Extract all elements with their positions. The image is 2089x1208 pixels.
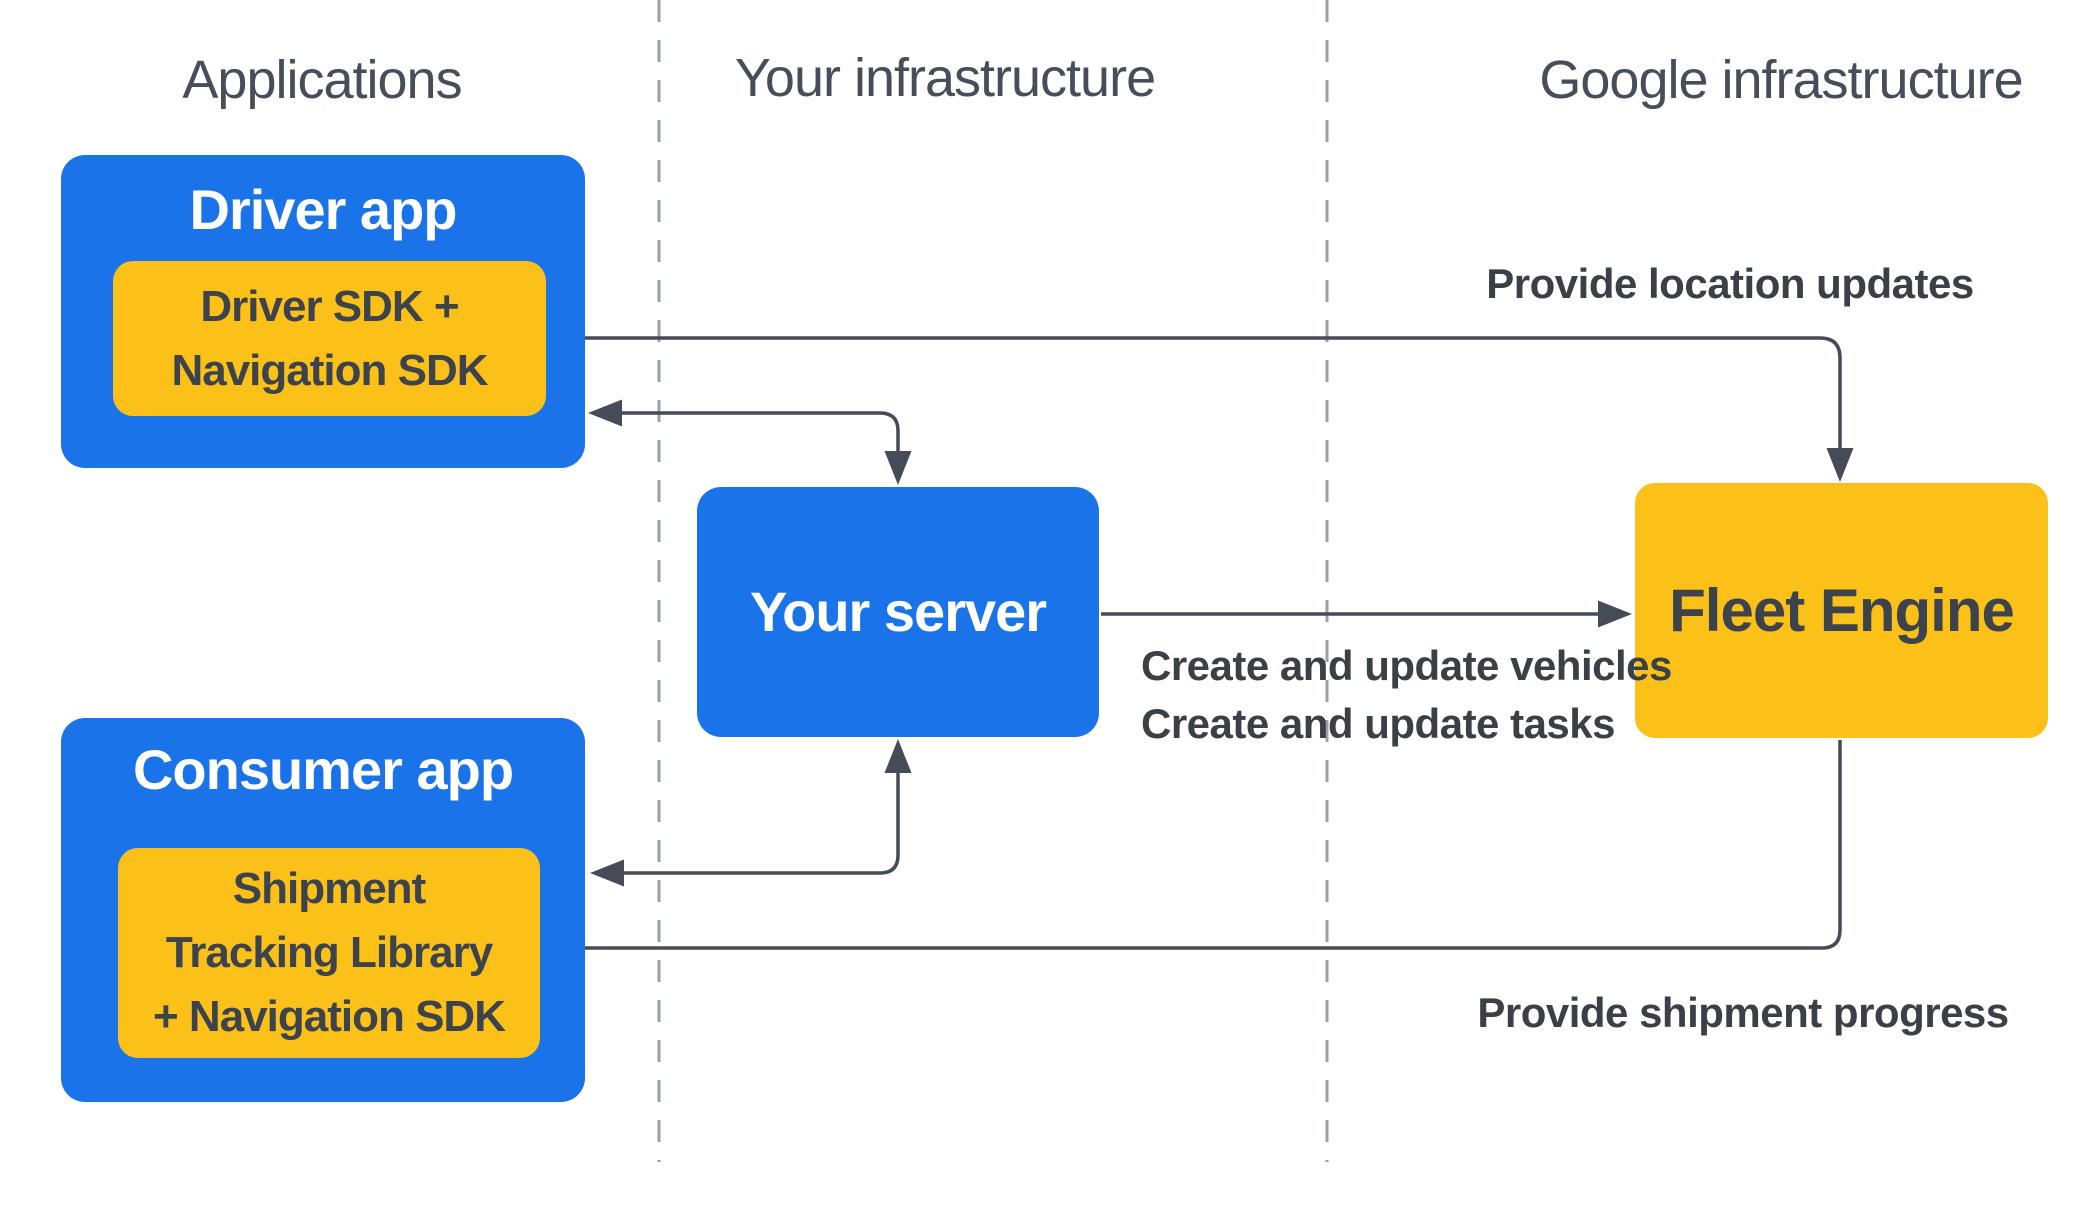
your-server-title: Your server	[749, 580, 1047, 643]
edge-label-create-update: Create and update vehicles Create and up…	[1141, 637, 1672, 753]
arrowhead-into-server-top-icon	[884, 451, 912, 485]
column-header-your-infrastructure: Your infrastructure	[734, 48, 1156, 108]
connector-shipment-progress	[545, 740, 1842, 962]
column-header-applications: Applications	[182, 50, 462, 110]
your-server-node: Your server	[697, 487, 1099, 737]
driver-sdk-label-line1: Driver SDK +	[200, 281, 459, 331]
arrowhead-into-fleet-engine-left-icon	[1598, 600, 1632, 628]
arrowhead-into-fleet-engine-top-icon	[1826, 448, 1854, 482]
fleet-engine-node: Fleet Engine	[1635, 483, 2048, 738]
connector-consumer-server-line	[622, 771, 900, 875]
edge-label-create-update-vehicles: Create and update vehicles	[1141, 642, 1672, 689]
shipment-library-label-line2: Tracking Library	[165, 928, 493, 977]
arrowhead-into-server-bottom-icon	[884, 739, 912, 773]
connector-location-updates-line	[578, 336, 1842, 451]
consumer-app-title: Consumer app	[132, 738, 514, 801]
connector-consumer-server	[590, 739, 912, 887]
edge-label-create-update-tasks: Create and update tasks	[1141, 700, 1616, 747]
driver-app-title: Driver app	[189, 178, 458, 241]
driver-sdk-label-line2: Navigation SDK	[171, 345, 488, 395]
fleet-engine-title: Fleet Engine	[1669, 577, 2015, 644]
column-header-google-infrastructure: Google infrastructure	[1539, 50, 2023, 110]
shipment-tracking-library-node: Shipment Tracking Library + Navigation S…	[118, 848, 540, 1058]
connector-location-updates	[546, 324, 1854, 482]
driver-sdk-node: Driver SDK + Navigation SDK	[113, 261, 546, 416]
connector-shipment-progress-line	[577, 740, 1842, 950]
arrowhead-into-driver-app-icon	[588, 399, 622, 427]
shipment-library-label-line1: Shipment	[232, 864, 426, 913]
connector-driver-server-line	[620, 411, 900, 453]
edge-label-provide-shipment-progress: Provide shipment progress	[1477, 989, 2009, 1036]
shipment-library-label-line3: + Navigation SDK	[153, 992, 506, 1041]
connector-driver-server	[588, 399, 912, 485]
arrowhead-into-consumer-app-icon	[590, 859, 624, 887]
connector-server-fleet	[1101, 600, 1632, 628]
edge-label-provide-location-updates: Provide location updates	[1486, 260, 1974, 307]
